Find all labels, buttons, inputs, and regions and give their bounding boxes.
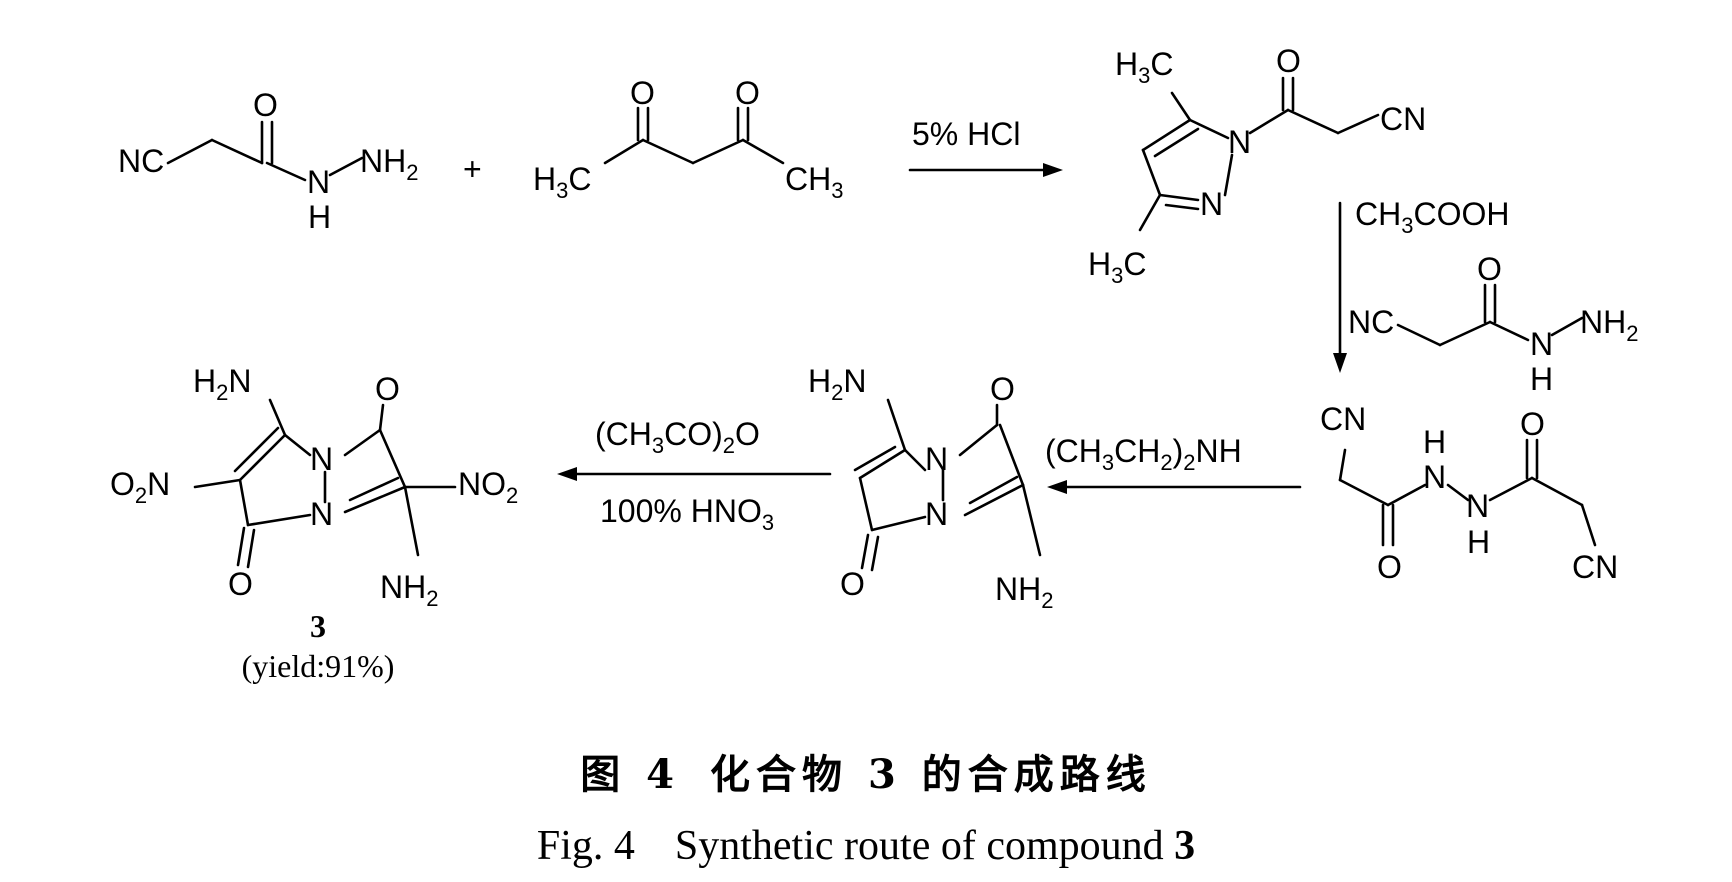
- bic-n2-label: N: [925, 496, 948, 532]
- bic-nh2-top-label: H2N: [808, 363, 866, 405]
- arrowhead-1: [1043, 163, 1063, 177]
- c3-o-top-label: O: [375, 371, 400, 407]
- h3c-bottom-label: H3C: [1088, 246, 1146, 288]
- reagent-step4-bottom: 100% HNO3: [600, 493, 774, 535]
- bis-o1-label: O: [1377, 549, 1402, 585]
- caption-cn-text-b: 的合成路线: [921, 751, 1152, 798]
- c3-no2-right-label: NO2: [458, 466, 518, 508]
- diamino-bicyclic-dione-structure: H2N N N O O NH2: [808, 363, 1053, 613]
- h3c-top-label: H3C: [1115, 46, 1173, 88]
- arrowhead-2: [1333, 353, 1347, 373]
- nh-n-label: N: [307, 164, 330, 200]
- c3-o-bottom-label: O: [228, 566, 253, 602]
- bis-cyanoacetylhydrazine-structure: CN H N N H O O CN: [1320, 401, 1618, 585]
- bic-nh2-bottom-label: NH2: [995, 571, 1053, 613]
- c3-nh2-top-label: H2N: [193, 363, 251, 405]
- caption-cn-num: 3: [867, 751, 902, 798]
- caption-chinese: 图 4 化合物 3 的合成路线: [0, 742, 1732, 800]
- caption-en-num: 3: [1174, 823, 1196, 869]
- reagent-step1: 5% HCl: [912, 116, 1020, 152]
- pyrazole-n1-label: N: [1228, 124, 1251, 160]
- arrowhead-3: [1047, 480, 1067, 494]
- nc-label: NC: [118, 143, 164, 179]
- plus-sign: +: [463, 151, 482, 187]
- arrowhead-4: [557, 467, 577, 481]
- ketone-o2-label: O: [735, 75, 760, 111]
- bic-o-top-label: O: [990, 371, 1015, 407]
- reagent-h-label: H: [1530, 361, 1553, 397]
- reagent-o-label: O: [1477, 251, 1502, 287]
- acetylacetone-structure: H3C O O CH3: [533, 75, 843, 203]
- cyanoacetohydrazide-reagent-structure: NC O N H NH2: [1348, 251, 1638, 397]
- reagent-step3: (CH3CH2)2NH: [1045, 433, 1242, 475]
- reagent-step4-top: (CH3CO)2O: [595, 416, 760, 458]
- nh-h-label: H: [308, 199, 331, 235]
- carbonyl-o-label: O: [253, 87, 278, 123]
- ketone-o1-label: O: [630, 75, 655, 111]
- h3c-label: H3C: [533, 161, 591, 203]
- bis-nh1-h-label: H: [1423, 424, 1446, 460]
- caption-en-fig: Fig. 4: [536, 823, 635, 869]
- caption-english: Fig. 4 Synthetic route of compound 3: [0, 822, 1732, 870]
- reagent-step2: CH3COOH: [1355, 196, 1509, 238]
- c3-nh2-bottom-label: NH2: [380, 569, 438, 611]
- reagent-nh2-label: NH2: [1580, 304, 1638, 346]
- bis-cn-bottom-label: CN: [1572, 549, 1618, 585]
- compound-3-structure: H2N N N O O O2N NO2 NH2 3 (yield:91%): [110, 363, 518, 684]
- caption-en-text: Synthetic route of compound: [674, 823, 1164, 869]
- bis-o2-label: O: [1520, 406, 1545, 442]
- pyrazole-n2-label: N: [1200, 186, 1223, 222]
- reagent-nc-label: NC: [1348, 304, 1394, 340]
- pyrazole-intermediate-structure: H3C N N H3C O CN: [1088, 43, 1426, 288]
- nh2-label: NH2: [360, 143, 418, 185]
- cyanoacetohydrazide-structure: NC O N H NH2: [118, 87, 418, 235]
- caption-cn-fig: 图 4: [580, 751, 681, 798]
- ch3-label: CH3: [785, 161, 843, 203]
- bic-n1-label: N: [925, 441, 948, 477]
- compound-number: 3: [310, 608, 326, 644]
- compound-yield: (yield:91%): [242, 648, 395, 684]
- bis-cn-top-label: CN: [1320, 401, 1366, 437]
- bic-o-bottom-label: O: [840, 566, 865, 602]
- bis-nh1-n-label: N: [1423, 459, 1446, 495]
- caption-cn-text-a: 化合物: [710, 751, 849, 798]
- reagent-n-label: N: [1530, 326, 1553, 362]
- bis-nh2-h-label: H: [1467, 524, 1490, 560]
- cn-label: CN: [1380, 101, 1426, 137]
- c3-n2-label: N: [310, 496, 333, 532]
- acyl-o-label: O: [1276, 43, 1301, 79]
- c3-no2-left-label: O2N: [110, 466, 170, 508]
- c3-n1-label: N: [310, 441, 333, 477]
- bis-nh2-n-label: N: [1466, 488, 1489, 524]
